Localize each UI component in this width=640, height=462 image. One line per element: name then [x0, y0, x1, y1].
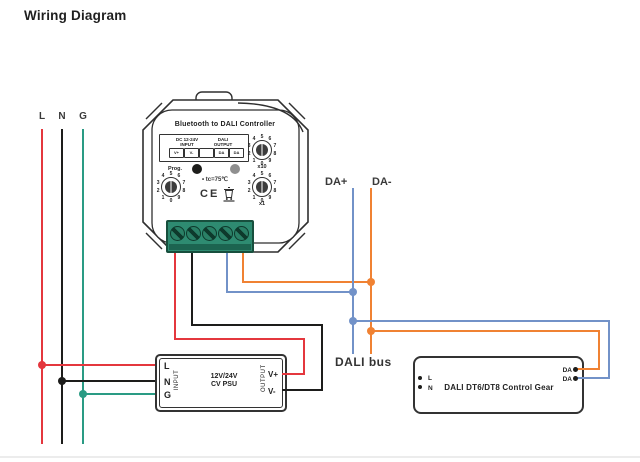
psu-name: 12V/24V CV PSU: [187, 373, 261, 389]
psu-name-line2: CV PSU: [210, 381, 238, 388]
label-neutral: N: [58, 111, 66, 122]
wire-neutral-to-psu: [61, 380, 155, 382]
gear-terminal-n-dot: [418, 385, 422, 389]
terminal-chip-empty: [199, 148, 214, 158]
terminal-chip-da1: DA: [214, 148, 229, 158]
controller-title: Bluetooth to DALI Controller: [174, 121, 276, 128]
wire-live-to-psu: [41, 364, 155, 366]
gear-terminal-da1-dot: [573, 367, 578, 372]
control-gear-box: L N DALI DT6/DT8 Control Gear DA DA: [413, 356, 584, 414]
wire-da-plus-run: [226, 291, 355, 293]
label-live: L: [38, 111, 46, 122]
wire-da-plus-drop: [226, 249, 228, 293]
rotary-rotor: [165, 181, 177, 193]
gear-terminal-da1: DA: [562, 367, 572, 374]
controller-output-subtitle: OUTPUT: [213, 142, 233, 147]
rotary-rotor: [256, 144, 268, 156]
label-ground: G: [79, 111, 87, 122]
junction-live: [38, 361, 46, 369]
terminal-block-strip: [169, 244, 251, 250]
controller-input-title: DC 12-24V: [175, 137, 199, 142]
terminal-screw-1: [170, 226, 185, 241]
junction-da-minus-2: [367, 327, 375, 335]
prog-label: Prog.: [168, 166, 183, 172]
wire-gear-da-minus-run: [370, 330, 600, 332]
gear-name: DALI DT6/DT8 Control Gear: [444, 383, 554, 392]
wire-da-minus-run: [242, 281, 373, 283]
junction-da-plus-2: [349, 317, 357, 325]
gear-terminal-da2: DA: [562, 376, 572, 383]
terminal-screw-5: [234, 226, 249, 241]
gear-terminal-l: L: [428, 375, 432, 382]
page-title: Wiring Diagram: [24, 8, 127, 23]
controller-label-box: DC 12-24V INPUT DALI OUTPUT V+ V- DA DA: [159, 134, 249, 162]
terminal-screw-3: [202, 226, 217, 241]
wire-live-vertical: [41, 129, 43, 444]
rotary-x10-label: x10: [257, 164, 267, 170]
wire-gear-da-plus-run: [352, 320, 610, 322]
wire-gear-da-minus-in: [575, 368, 600, 370]
psu-terminal-n: N: [164, 377, 171, 387]
bottom-divider: [0, 456, 640, 458]
wire-vplus-seg4: [282, 373, 305, 375]
wire-vminus-seg4: [282, 389, 323, 391]
psu-inner-border: [159, 358, 283, 408]
label-dali-bus: DALI bus: [335, 355, 392, 369]
weee-icon: [223, 187, 235, 202]
secondary-button: [230, 164, 240, 174]
rotary-x1-label: x1: [258, 201, 266, 207]
psu-terminal-vplus: V+: [268, 370, 279, 379]
gear-terminal-n: N: [428, 385, 433, 392]
wire-vplus-seg3: [303, 338, 305, 375]
label-da-minus: DA-: [372, 176, 392, 188]
wire-ground-vertical: [82, 129, 84, 444]
terminal-chip-vplus: V+: [169, 148, 184, 158]
wire-da-minus-drop: [242, 249, 244, 283]
junction-neutral: [58, 377, 66, 385]
wire-vplus-seg2: [174, 338, 305, 340]
psu-terminal-l: L: [164, 361, 170, 371]
wire-gear-da-plus-in: [575, 377, 610, 379]
prog-button: [192, 164, 202, 174]
wire-bus-da-minus: [370, 188, 372, 354]
terminal-chip-da2: DA: [229, 148, 244, 158]
junction-da-plus-1: [349, 288, 357, 296]
wire-gear-da-plus-drop: [608, 320, 610, 379]
psu-terminal-g: G: [164, 390, 172, 400]
gear-terminal-da2-dot: [573, 376, 578, 381]
controller-input-subtitle: INPUT: [180, 142, 194, 147]
gear-terminal-l-dot: [418, 376, 422, 380]
wire-vminus-seg1: [191, 249, 193, 326]
psu-input-label: INPUT: [174, 369, 180, 391]
label-da-plus: DA+: [325, 176, 348, 188]
wire-ground-to-psu: [82, 393, 155, 395]
terminal-chip-vminus: V-: [184, 148, 199, 158]
wire-vminus-seg2: [191, 324, 323, 326]
terminal-block: [166, 220, 254, 253]
wire-vminus-seg3: [321, 324, 323, 391]
junction-ground: [79, 390, 87, 398]
psu-box: L N G INPUT 12V/24V CV PSU OUTPUT V+ V-: [155, 354, 287, 412]
wire-vplus-seg1: [174, 249, 176, 340]
terminal-screw-4: [218, 226, 233, 241]
rotary-rotor: [256, 181, 268, 193]
terminal-screw-2: [186, 226, 201, 241]
controller-output-title: DALI: [217, 137, 229, 142]
psu-name-line1: 12V/24V: [210, 373, 238, 380]
wire-gear-da-minus-drop: [598, 330, 600, 370]
psu-terminal-vminus: V-: [268, 387, 276, 396]
wire-bus-da-plus: [352, 188, 354, 354]
psu-output-label: OUTPUT: [261, 364, 267, 392]
wire-neutral-vertical: [61, 129, 63, 444]
ce-mark: CE: [200, 188, 220, 200]
tc-rating-label: • tc=75℃: [202, 177, 229, 183]
junction-da-minus-1: [367, 278, 375, 286]
